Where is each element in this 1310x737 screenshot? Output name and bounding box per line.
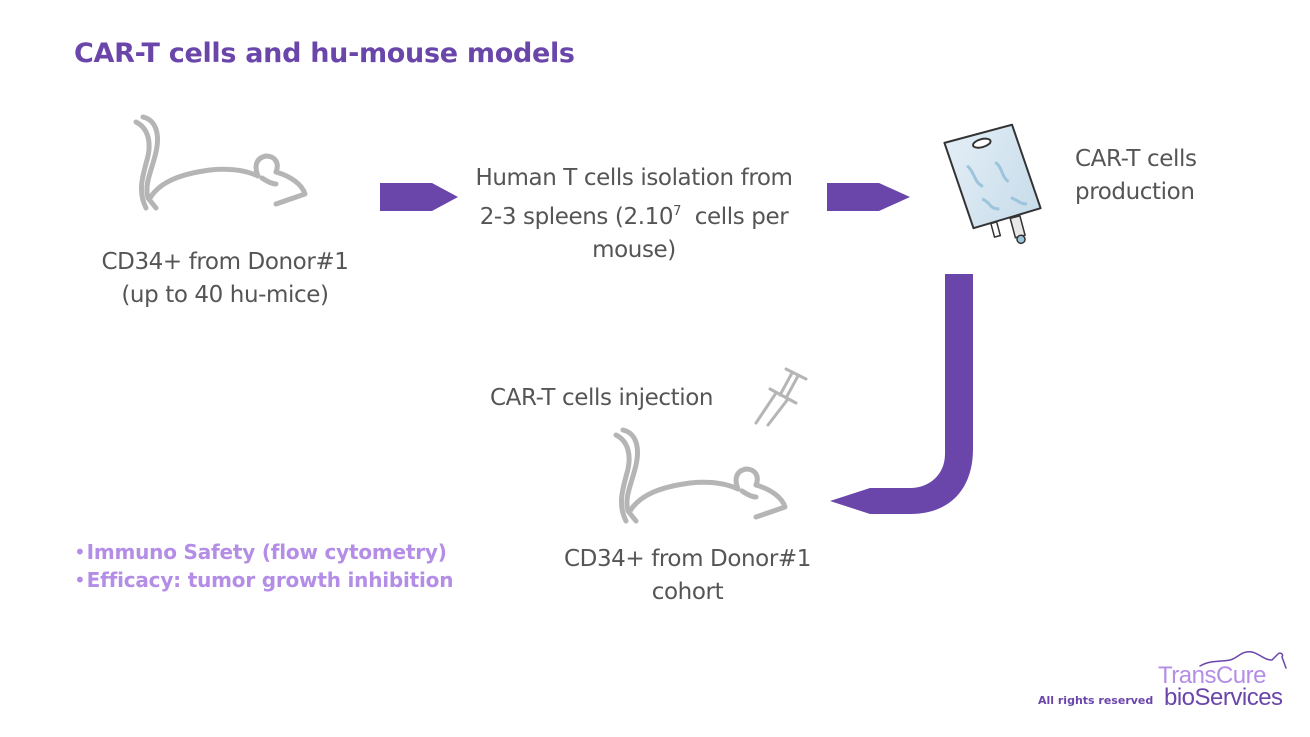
mouse-icon	[133, 114, 308, 211]
cohort-line2: cohort	[651, 579, 724, 605]
injection-label: CAR-T cells injection	[490, 385, 714, 411]
logo-transcure: TransCure	[1158, 662, 1266, 689]
donor-label: CD34+ from Donor#1 (up to 40 hu-mice)	[70, 246, 380, 312]
readout-item: Efficacy: tumor growth inhibition	[74, 566, 454, 594]
syringe-icon	[754, 367, 808, 427]
production-label: CAR-T cells production	[1075, 143, 1197, 209]
isolation-line2: 2-3 spleens (2.107 cells per	[440, 195, 828, 234]
isolation-line2-suffix: cells per	[680, 204, 789, 230]
mouse-icon	[613, 427, 788, 524]
production-line2: production	[1075, 179, 1195, 205]
readouts-list: Immuno Safety (flow cytometry) Efficacy:…	[74, 538, 454, 594]
production-line1: CAR-T cells	[1075, 146, 1197, 172]
slide-title: CAR-T cells and hu-mouse models	[74, 38, 575, 69]
logo-bioservices: bioServices	[1164, 684, 1283, 711]
isolation-line3: mouse)	[592, 237, 676, 263]
isolation-line2-text: 2-3 spleens (2.10	[479, 204, 674, 230]
cohort-label: CD34+ from Donor#1 cohort	[545, 543, 830, 609]
isolation-label: Human T cells isolation from 2-3 spleens…	[440, 162, 828, 267]
arrow-right-1	[380, 183, 458, 211]
donor-label-line2: (up to 40 hu-mice)	[121, 282, 329, 308]
readout-item: Immuno Safety (flow cytometry)	[74, 538, 453, 566]
cohort-line1: CD34+ from Donor#1	[563, 546, 812, 572]
logo-mouse-line-icon	[1199, 650, 1287, 669]
copyright-text: All rights reserved	[1038, 694, 1154, 707]
arrow-down-left	[830, 274, 973, 514]
iv-bag-icon	[943, 123, 1042, 245]
isolation-exponent: 7	[673, 204, 681, 219]
isolation-line1: Human T cells isolation from	[475, 165, 793, 191]
company-logo: TransCure bioServices	[1158, 648, 1288, 710]
arrow-right-2	[827, 183, 910, 211]
donor-label-line1: CD34+ from Donor#1	[101, 249, 349, 275]
